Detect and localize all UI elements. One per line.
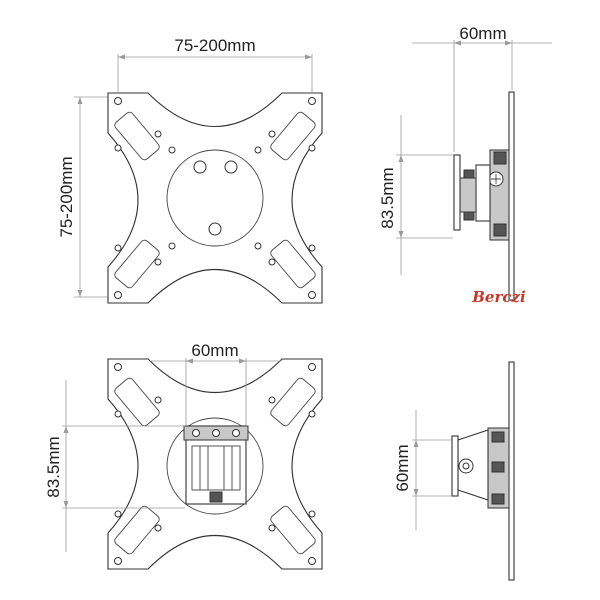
side-knob [493, 151, 507, 165]
side-view: 60mm 83.5mm Berczi [378, 24, 552, 306]
rear-mount-holes [114, 363, 316, 565]
side-plate [508, 91, 515, 301]
folded-knob [491, 431, 505, 443]
side-depth-label: 60mm [459, 24, 506, 43]
front-plate [107, 92, 323, 304]
folded-height-label: 60mm [393, 444, 412, 491]
front-center-disc [166, 149, 264, 247]
folded-plate [508, 361, 515, 581]
rear-slot-bl [114, 505, 160, 555]
rear-slot-tl [114, 377, 160, 427]
front-height-dimension [74, 96, 107, 298]
front-mount-holes [114, 97, 316, 299]
rear-width-dimension [150, 358, 282, 425]
side-knob [493, 223, 507, 237]
folded-side-view: 60mm [393, 361, 515, 581]
rear-slot-tr [270, 377, 316, 427]
folded-knob [491, 493, 505, 505]
side-wall-plate [453, 154, 461, 231]
side-arm [475, 164, 491, 222]
side-hinge [459, 177, 477, 213]
brand-logo: Berczi [471, 288, 526, 306]
front-height-label: 75-200mm [57, 156, 76, 237]
front-disc-hole [208, 222, 222, 236]
rear-wall-bracket [183, 425, 249, 505]
side-hinge-cap [463, 211, 475, 221]
side-height-label: 83.5mm [378, 167, 397, 228]
front-width-dimension [117, 54, 313, 92]
front-disc-hole [224, 160, 238, 174]
folded-height-dimension [412, 410, 451, 530]
front-slot-br [270, 239, 316, 289]
side-hinge-cap [463, 169, 475, 179]
rear-center-disc [166, 417, 264, 515]
rear-height-label: 83.5mm [44, 436, 63, 497]
folded-wall-plate [451, 435, 459, 497]
front-view: 75-200mm 75-200mm [57, 36, 323, 304]
rear-slot-br [270, 505, 316, 555]
rear-width-label: 60mm [191, 341, 238, 360]
rear-height-dimension [62, 380, 185, 552]
folded-knob [491, 461, 505, 473]
rear-view: 60mm 83.5mm [44, 341, 323, 570]
side-height-dimension [396, 115, 453, 275]
front-width-label: 75-200mm [174, 36, 255, 55]
front-disc-hole [193, 160, 207, 174]
side-depth-dimension [412, 40, 552, 152]
front-slot-tr [270, 111, 316, 161]
front-slot-tl [114, 111, 160, 161]
rear-bracket-bolt [209, 491, 223, 503]
front-slot-bl [114, 239, 160, 289]
